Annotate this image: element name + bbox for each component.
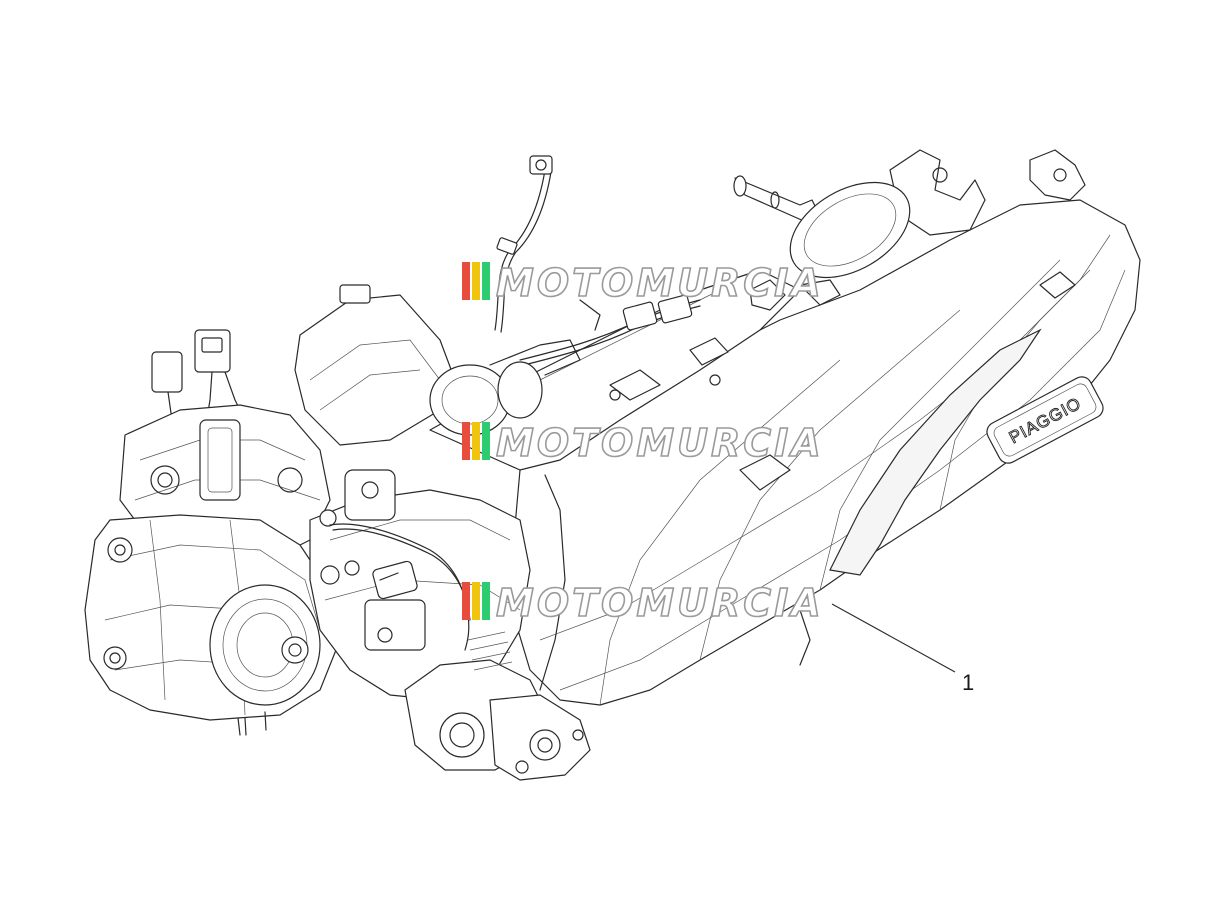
watermark-text: MOTOMURCIA	[496, 581, 824, 625]
air-intake-box	[294, 294, 456, 446]
oxygen-sensor-wire	[494, 155, 553, 333]
callout-number[interactable]: 1	[962, 670, 974, 695]
watermark-stripe-green	[482, 582, 490, 620]
cover-vent	[739, 454, 791, 491]
engine-assembly-drawing: PIAGGIO	[84, 149, 1141, 781]
cover-swoosh	[829, 328, 1042, 576]
rear-hub	[789, 181, 911, 279]
watermark-stripe-red	[462, 582, 470, 620]
rear-bracket	[889, 149, 986, 236]
watermark-group: MOTOMURCIA MOTOMURCIA MOTOMURCIA	[462, 260, 824, 626]
watermark: MOTOMURCIA	[462, 420, 824, 466]
watermark-stripe-yellow	[472, 422, 480, 460]
watermark-stripe-yellow	[472, 262, 480, 300]
watermark-text: MOTOMURCIA	[496, 261, 824, 305]
watermark: MOTOMURCIA	[462, 580, 824, 626]
wiring-harness	[519, 294, 701, 367]
callout-leader-line	[831, 603, 956, 673]
watermark-text: MOTOMURCIA	[496, 421, 824, 465]
watermark-stripe-red	[462, 422, 470, 460]
callout-1[interactable]: 1	[831, 603, 974, 695]
injector-connectors	[151, 329, 246, 441]
side-cover	[209, 584, 321, 706]
watermark-stripe-red	[462, 262, 470, 300]
control-cable	[329, 523, 470, 651]
watermark-stripe-green	[482, 422, 490, 460]
watermark-stripe-yellow	[472, 582, 480, 620]
rear-axle-shaft	[733, 175, 819, 223]
throttle-body	[429, 339, 581, 436]
sensor-connector	[364, 560, 426, 651]
transmission-housing	[309, 489, 531, 701]
watermark: MOTOMURCIA	[462, 260, 824, 306]
crankcase	[429, 269, 801, 471]
watermark-stripe-green	[482, 262, 490, 300]
